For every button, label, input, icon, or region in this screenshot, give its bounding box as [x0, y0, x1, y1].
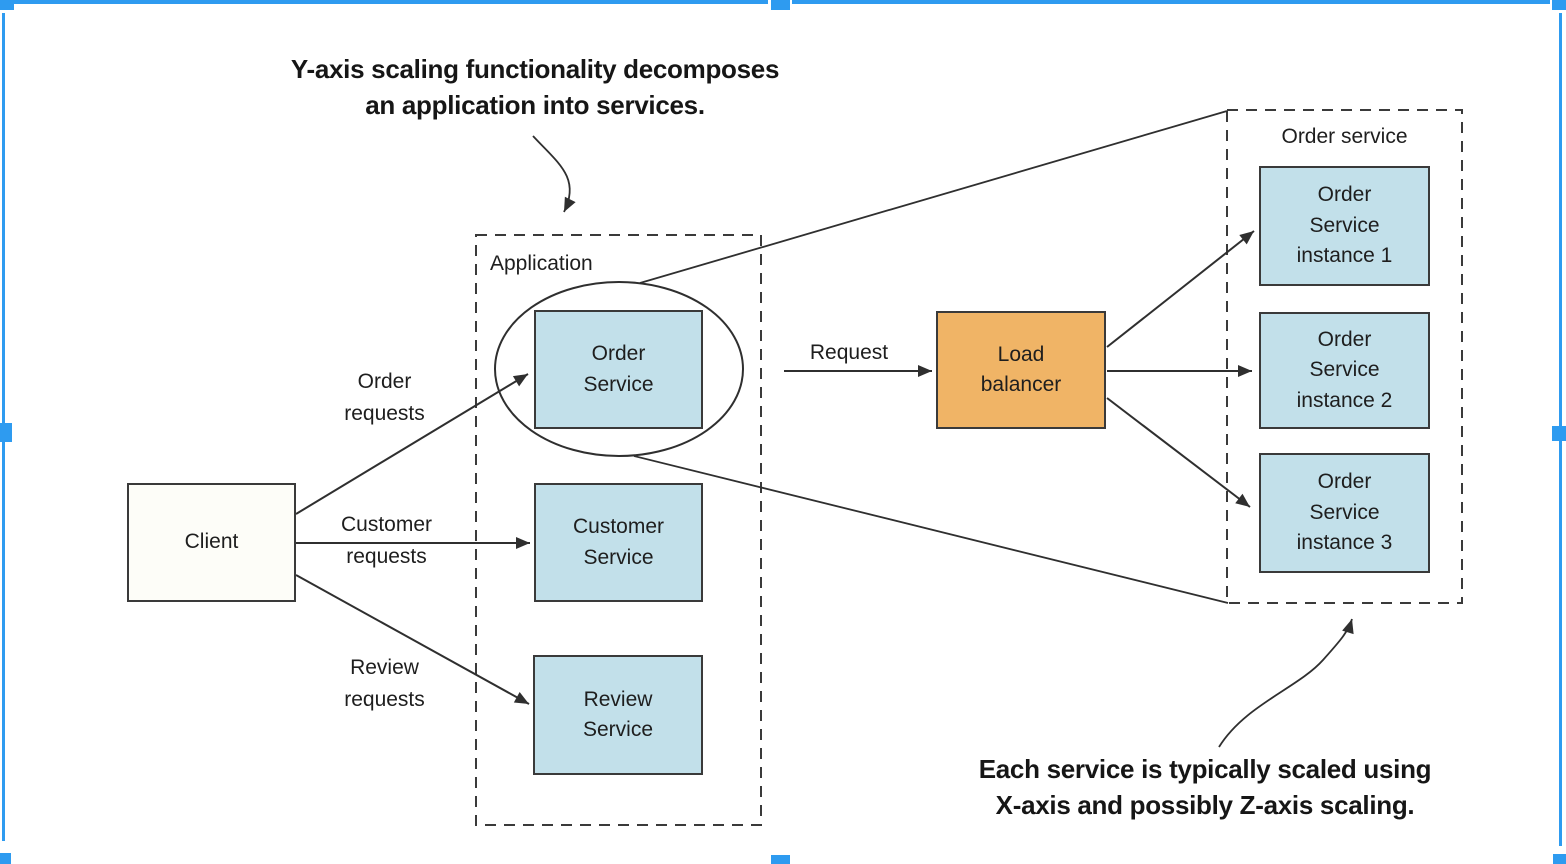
lb-to-instance3-arrow: [1106, 397, 1251, 508]
review-service-node: Review Service: [533, 655, 703, 775]
order-requests-label: Order requests: [344, 370, 425, 425]
selection-handle-top-right[interactable]: [1552, 0, 1566, 10]
order-service-instance-2-node: Order Service instance 2: [1259, 312, 1430, 429]
customer-service-node: Customer Service: [534, 483, 703, 602]
client-node: Client: [127, 483, 296, 602]
application-group-label: Application: [490, 252, 593, 275]
selection-handle-bottom-center[interactable]: [771, 855, 790, 864]
ellipse-to-group-bottom-line: [633, 455, 1229, 604]
selection-border-top-left-segment[interactable]: [14, 0, 768, 4]
order-service-group-box: [1226, 109, 1463, 604]
request-label: Request: [809, 341, 889, 364]
selection-handle-bottom-right[interactable]: [1553, 854, 1566, 864]
application-group-box: [475, 234, 762, 826]
selection-handle-top-center[interactable]: [771, 0, 790, 10]
bottom-annotation-arrow: [1218, 618, 1354, 748]
selection-handle-bottom-left[interactable]: [0, 853, 11, 864]
selection-handle-middle-right[interactable]: [1552, 426, 1566, 441]
selection-handle-middle-left[interactable]: [0, 423, 12, 442]
top-annotation-arrow: [532, 135, 576, 213]
selection-handle-top-left[interactable]: [0, 0, 14, 10]
lb-to-instance1-arrow: [1106, 230, 1255, 348]
customer-requests-label: Customer requests: [340, 513, 433, 568]
order-service-node: Order Service: [534, 310, 703, 429]
order-service-instance-3-node: Order Service instance 3: [1259, 453, 1430, 573]
order-service-group-label: Order service: [1281, 125, 1408, 148]
bottom-annotation: Each service is typically scaled using X…: [978, 754, 1432, 820]
client-to-review-arrow: [295, 574, 530, 705]
selection-border-top-right-segment[interactable]: [792, 0, 1550, 4]
order-service-instance-1-node: Order Service instance 1: [1259, 166, 1430, 286]
review-requests-label: Review requests: [344, 656, 425, 711]
ellipse-to-group-top-line: [639, 110, 1228, 284]
top-annotation: Y-axis scaling functionality decomposes …: [290, 54, 780, 120]
load-balancer-node: Load balancer: [936, 311, 1106, 429]
client-to-order-arrow: [295, 373, 529, 515]
order-service-highlight-ellipse: [494, 281, 744, 457]
